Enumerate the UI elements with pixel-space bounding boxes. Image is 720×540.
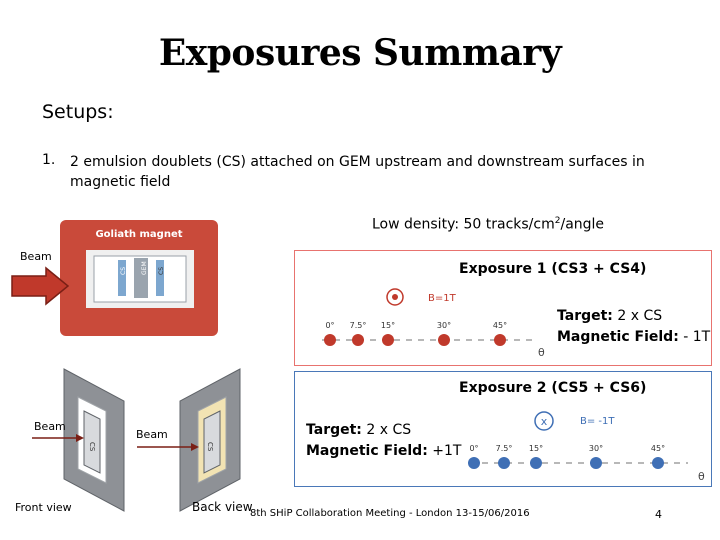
back-view-beam-arrow: [137, 443, 199, 451]
exposure1-box: [294, 250, 712, 366]
exposure2-params: Target: 2 x CS Magnetic Field: +1T: [306, 420, 461, 462]
cs-left-plate: [118, 260, 126, 296]
exposure2-angle-label: 0°: [469, 444, 478, 453]
exposure2-theta: θ: [698, 470, 705, 483]
page-number: 4: [655, 508, 662, 521]
exposure2-angle-dot: [590, 457, 602, 469]
list-item-text: 2 emulsion doublets (CS) attached on GEM…: [70, 154, 645, 190]
exposure1-angle-dot: [324, 334, 336, 346]
exposure2-angle-label: 45°: [651, 444, 665, 453]
exposure1-angle-label: 15°: [381, 321, 395, 330]
exposure2-angle-dot: [468, 457, 480, 469]
magnet-cs-right: CS: [158, 267, 165, 275]
beam-arrow-icon: [11, 266, 70, 306]
back-view-caption: Back view: [192, 500, 253, 514]
exposure1-angle-dot: [382, 334, 394, 346]
magnet-cs-left: CS: [120, 267, 127, 275]
exposure1-theta: θ: [538, 346, 545, 359]
exposure2-field-label: Magnetic Field:: [306, 443, 428, 459]
front-view-caption: Front view: [15, 501, 72, 514]
exposure2-field-value: +1T: [432, 443, 462, 459]
footer-text: 8th SHiP Collaboration Meeting - London …: [250, 508, 530, 519]
exposure2-target-label: Target:: [306, 422, 362, 438]
exposure2-angle-label: 30°: [589, 444, 603, 453]
exposure1-field-label: Magnetic Field:: [557, 329, 679, 345]
svg-text:x: x: [541, 415, 548, 428]
beam-label: Beam: [20, 250, 52, 263]
exposure1-field-value: - 1T: [683, 329, 711, 345]
exposure2-angle-diagram: x B= -1T 0° 7.5° 15° 30° 45° θ: [468, 411, 705, 483]
exposure2-angle-dot: [530, 457, 542, 469]
front-view-beam-arrow: [32, 434, 84, 442]
front-view-beam-label: Beam: [34, 420, 66, 433]
magnet-gem: GEM: [141, 261, 148, 275]
back-view-detector: CS: [179, 368, 241, 512]
back-view-beam-label: Beam: [136, 428, 168, 441]
exposure1-angle-label: 7.5°: [350, 321, 367, 330]
exposure1-angle-label: 0°: [325, 321, 334, 330]
low-density-label: Low density: 50 tracks/cm2/angle: [372, 216, 605, 233]
front-view-cs-label: CS: [88, 442, 96, 452]
exposure2-field-symbol: B= -1T: [580, 416, 615, 427]
list-item-number: 1.: [42, 152, 56, 168]
exposure2-box: [294, 371, 712, 487]
exposure1-target-value: 2 x CS: [617, 308, 663, 324]
exposure2-title: Exposure 2 (CS5 + CS6): [459, 380, 647, 396]
exposure1-angle-diagram: B=1T 0° 7.5° 15° 30° 45° θ: [322, 288, 545, 359]
exposure1-angle-dot: [438, 334, 450, 346]
page-title: Exposures Summary: [158, 32, 562, 74]
exposure1-target-label: Target:: [557, 308, 613, 324]
exposure2-angle-dot: [498, 457, 510, 469]
setups-heading: Setups:: [42, 101, 114, 123]
exposure2-angle-label: 15°: [529, 444, 543, 453]
exposure2-angle-dot: [652, 457, 664, 469]
exposure1-angle-dot: [494, 334, 506, 346]
exposure2-target-value: 2 x CS: [366, 422, 412, 438]
field-out-icon: [386, 288, 404, 306]
back-view-cs-label: CS: [206, 442, 214, 452]
exposure1-params: Target: 2 x CS Magnetic Field: - 1T: [557, 306, 710, 348]
exposure2-angle-label: 7.5°: [496, 444, 513, 453]
exposure1-angle-dot: [352, 334, 364, 346]
exposure1-title: Exposure 1 (CS3 + CS4): [459, 261, 647, 277]
field-in-icon: [534, 411, 554, 431]
exposure1-angle-label: 45°: [493, 321, 507, 330]
magnet-label: Goliath magnet: [95, 229, 182, 240]
cs-right-plate: [156, 260, 164, 296]
front-view-detector: CS: [63, 368, 125, 512]
exposure1-angle-label: 30°: [437, 321, 451, 330]
exposure1-field-symbol: B=1T: [428, 293, 457, 304]
goliath-magnet-diagram: Goliath magnet CS GEM CS: [60, 220, 218, 336]
gem-plate: [134, 258, 148, 298]
